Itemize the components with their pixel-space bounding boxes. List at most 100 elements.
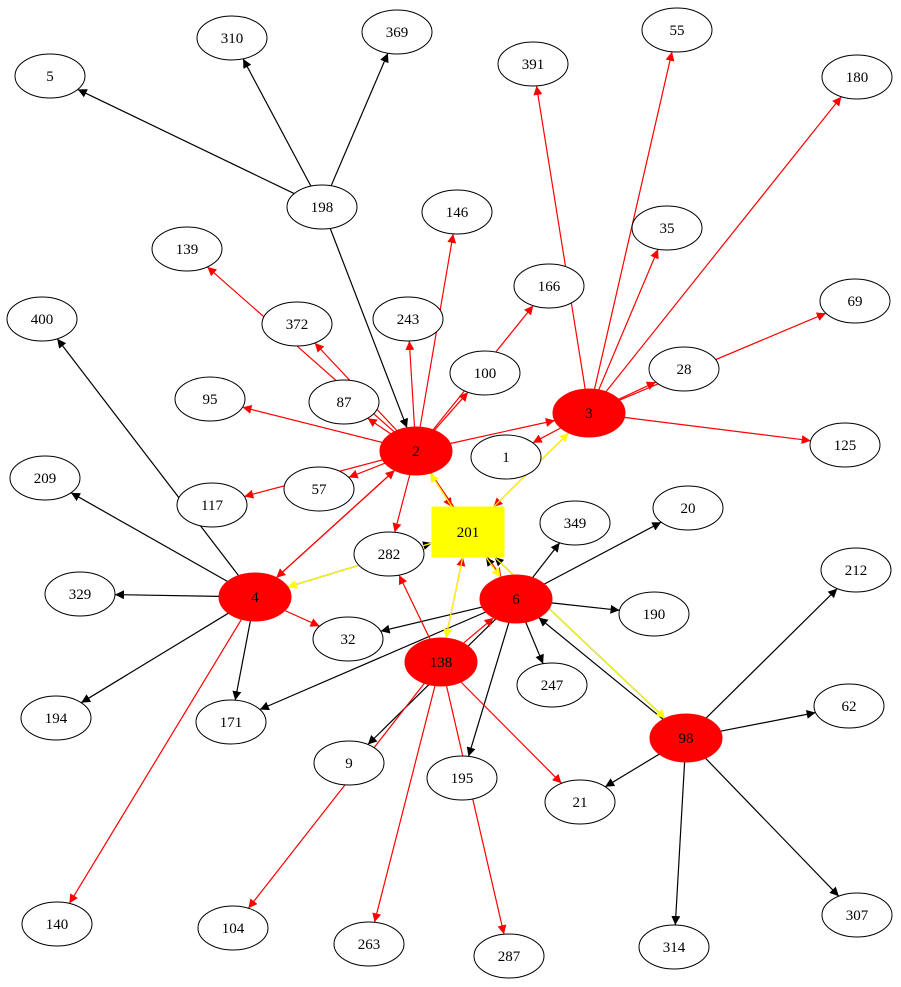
node-label-307: 307	[846, 908, 869, 924]
node-20: 20	[652, 485, 724, 531]
edge-6-to-247	[525, 621, 544, 664]
edge-201-to-2	[429, 472, 453, 508]
node-label-28: 28	[677, 362, 692, 378]
node-label-329: 329	[69, 587, 92, 603]
node-label-243: 243	[397, 312, 420, 328]
node-349: 349	[539, 500, 611, 546]
node-194: 194	[20, 695, 92, 741]
edge-6-to-195	[466, 622, 510, 757]
node-label-391: 391	[522, 57, 545, 73]
node-shape-9	[313, 740, 385, 786]
node-shape-117	[176, 482, 248, 528]
node-shape-140	[21, 901, 93, 947]
node-shape-307	[821, 892, 893, 938]
node-shape-372	[261, 301, 333, 347]
edge-4-to-2	[275, 469, 396, 579]
node-shape-310	[196, 15, 268, 61]
edge-6-to-32	[380, 606, 483, 634]
node-shape-329	[44, 571, 116, 617]
edge-98-to-21	[604, 753, 660, 788]
node-label-20: 20	[681, 501, 696, 517]
node-shape-391	[497, 41, 569, 87]
node-243: 243	[372, 296, 444, 342]
node-label-62: 62	[842, 699, 857, 715]
node-shape-87	[308, 379, 380, 425]
node-shape-62	[813, 683, 885, 729]
node-21: 21	[544, 779, 616, 825]
node-label-117: 117	[201, 498, 223, 514]
node-shape-32	[312, 616, 384, 662]
node-shape-104	[197, 905, 269, 951]
node-307: 307	[821, 892, 893, 938]
edge-3-to-69	[619, 312, 827, 401]
edge-138-to-21	[460, 681, 562, 784]
node-287: 287	[473, 933, 545, 979]
node-310: 310	[196, 15, 268, 61]
edge-198-to-369	[330, 52, 389, 187]
node-shape-138	[404, 637, 478, 687]
node-label-282: 282	[378, 547, 401, 563]
node-shape-98	[649, 713, 723, 763]
node-9: 9	[313, 740, 385, 786]
node-55: 55	[641, 7, 713, 53]
edge-138-to-287	[445, 685, 507, 935]
edge-98-to-62	[720, 709, 816, 732]
node-166: 166	[513, 263, 585, 309]
node-369: 369	[361, 9, 433, 55]
edge-2-to-57	[348, 462, 386, 479]
node-2: 2	[379, 426, 453, 476]
node-label-314: 314	[663, 940, 686, 956]
edge-3-to-180	[605, 96, 842, 393]
node-label-198: 198	[311, 200, 334, 216]
node-69: 69	[819, 278, 891, 324]
node-label-1: 1	[502, 450, 510, 466]
node-shape-146	[421, 189, 493, 235]
node-label-139: 139	[176, 242, 199, 258]
node-label-287: 287	[498, 949, 521, 965]
node-label-201: 201	[457, 525, 480, 541]
node-139: 139	[151, 226, 223, 272]
node-shape-5	[14, 53, 86, 99]
node-shape-263	[333, 921, 405, 967]
node-125: 125	[809, 422, 881, 468]
node-shape-314	[638, 924, 710, 970]
node-shape-4	[218, 572, 292, 622]
node-100: 100	[449, 350, 521, 396]
edge-198-to-5	[77, 88, 295, 195]
node-shape-55	[641, 7, 713, 53]
node-label-35: 35	[660, 221, 675, 237]
edge-198-to-310	[242, 58, 312, 187]
node-shape-20	[652, 485, 724, 531]
node-shape-1	[470, 434, 542, 480]
node-label-5: 5	[46, 69, 54, 85]
node-400: 400	[6, 296, 78, 342]
node-label-146: 146	[446, 205, 469, 221]
node-57: 57	[283, 466, 355, 512]
node-247: 247	[516, 662, 588, 708]
node-263: 263	[333, 921, 405, 967]
node-label-171: 171	[220, 715, 243, 731]
edge-4-to-194	[80, 612, 229, 704]
node-180: 180	[821, 54, 893, 100]
node-shape-243	[372, 296, 444, 342]
node-shape-125	[809, 422, 881, 468]
node-label-372: 372	[286, 317, 309, 333]
node-282: 282	[353, 531, 425, 577]
node-shape-195	[426, 755, 498, 801]
node-138: 138	[404, 637, 478, 687]
node-32: 32	[312, 616, 384, 662]
edge-3-to-391	[533, 85, 586, 390]
node-shape-100	[449, 350, 521, 396]
edge-layer	[56, 51, 842, 935]
edge-3-to-125	[624, 416, 811, 445]
node-label-57: 57	[312, 482, 328, 498]
node-140: 140	[21, 901, 93, 947]
node-layer: 5 310 369 391 55 180 198 146 35 139 166 69 400 372 243…	[6, 7, 893, 979]
node-label-125: 125	[834, 438, 857, 454]
node-shape-171	[195, 699, 267, 745]
node-329: 329	[44, 571, 116, 617]
node-shape-247	[516, 662, 588, 708]
edge-4-to-329	[114, 590, 220, 600]
edge-4-to-400	[56, 338, 240, 576]
node-label-140: 140	[46, 917, 69, 933]
